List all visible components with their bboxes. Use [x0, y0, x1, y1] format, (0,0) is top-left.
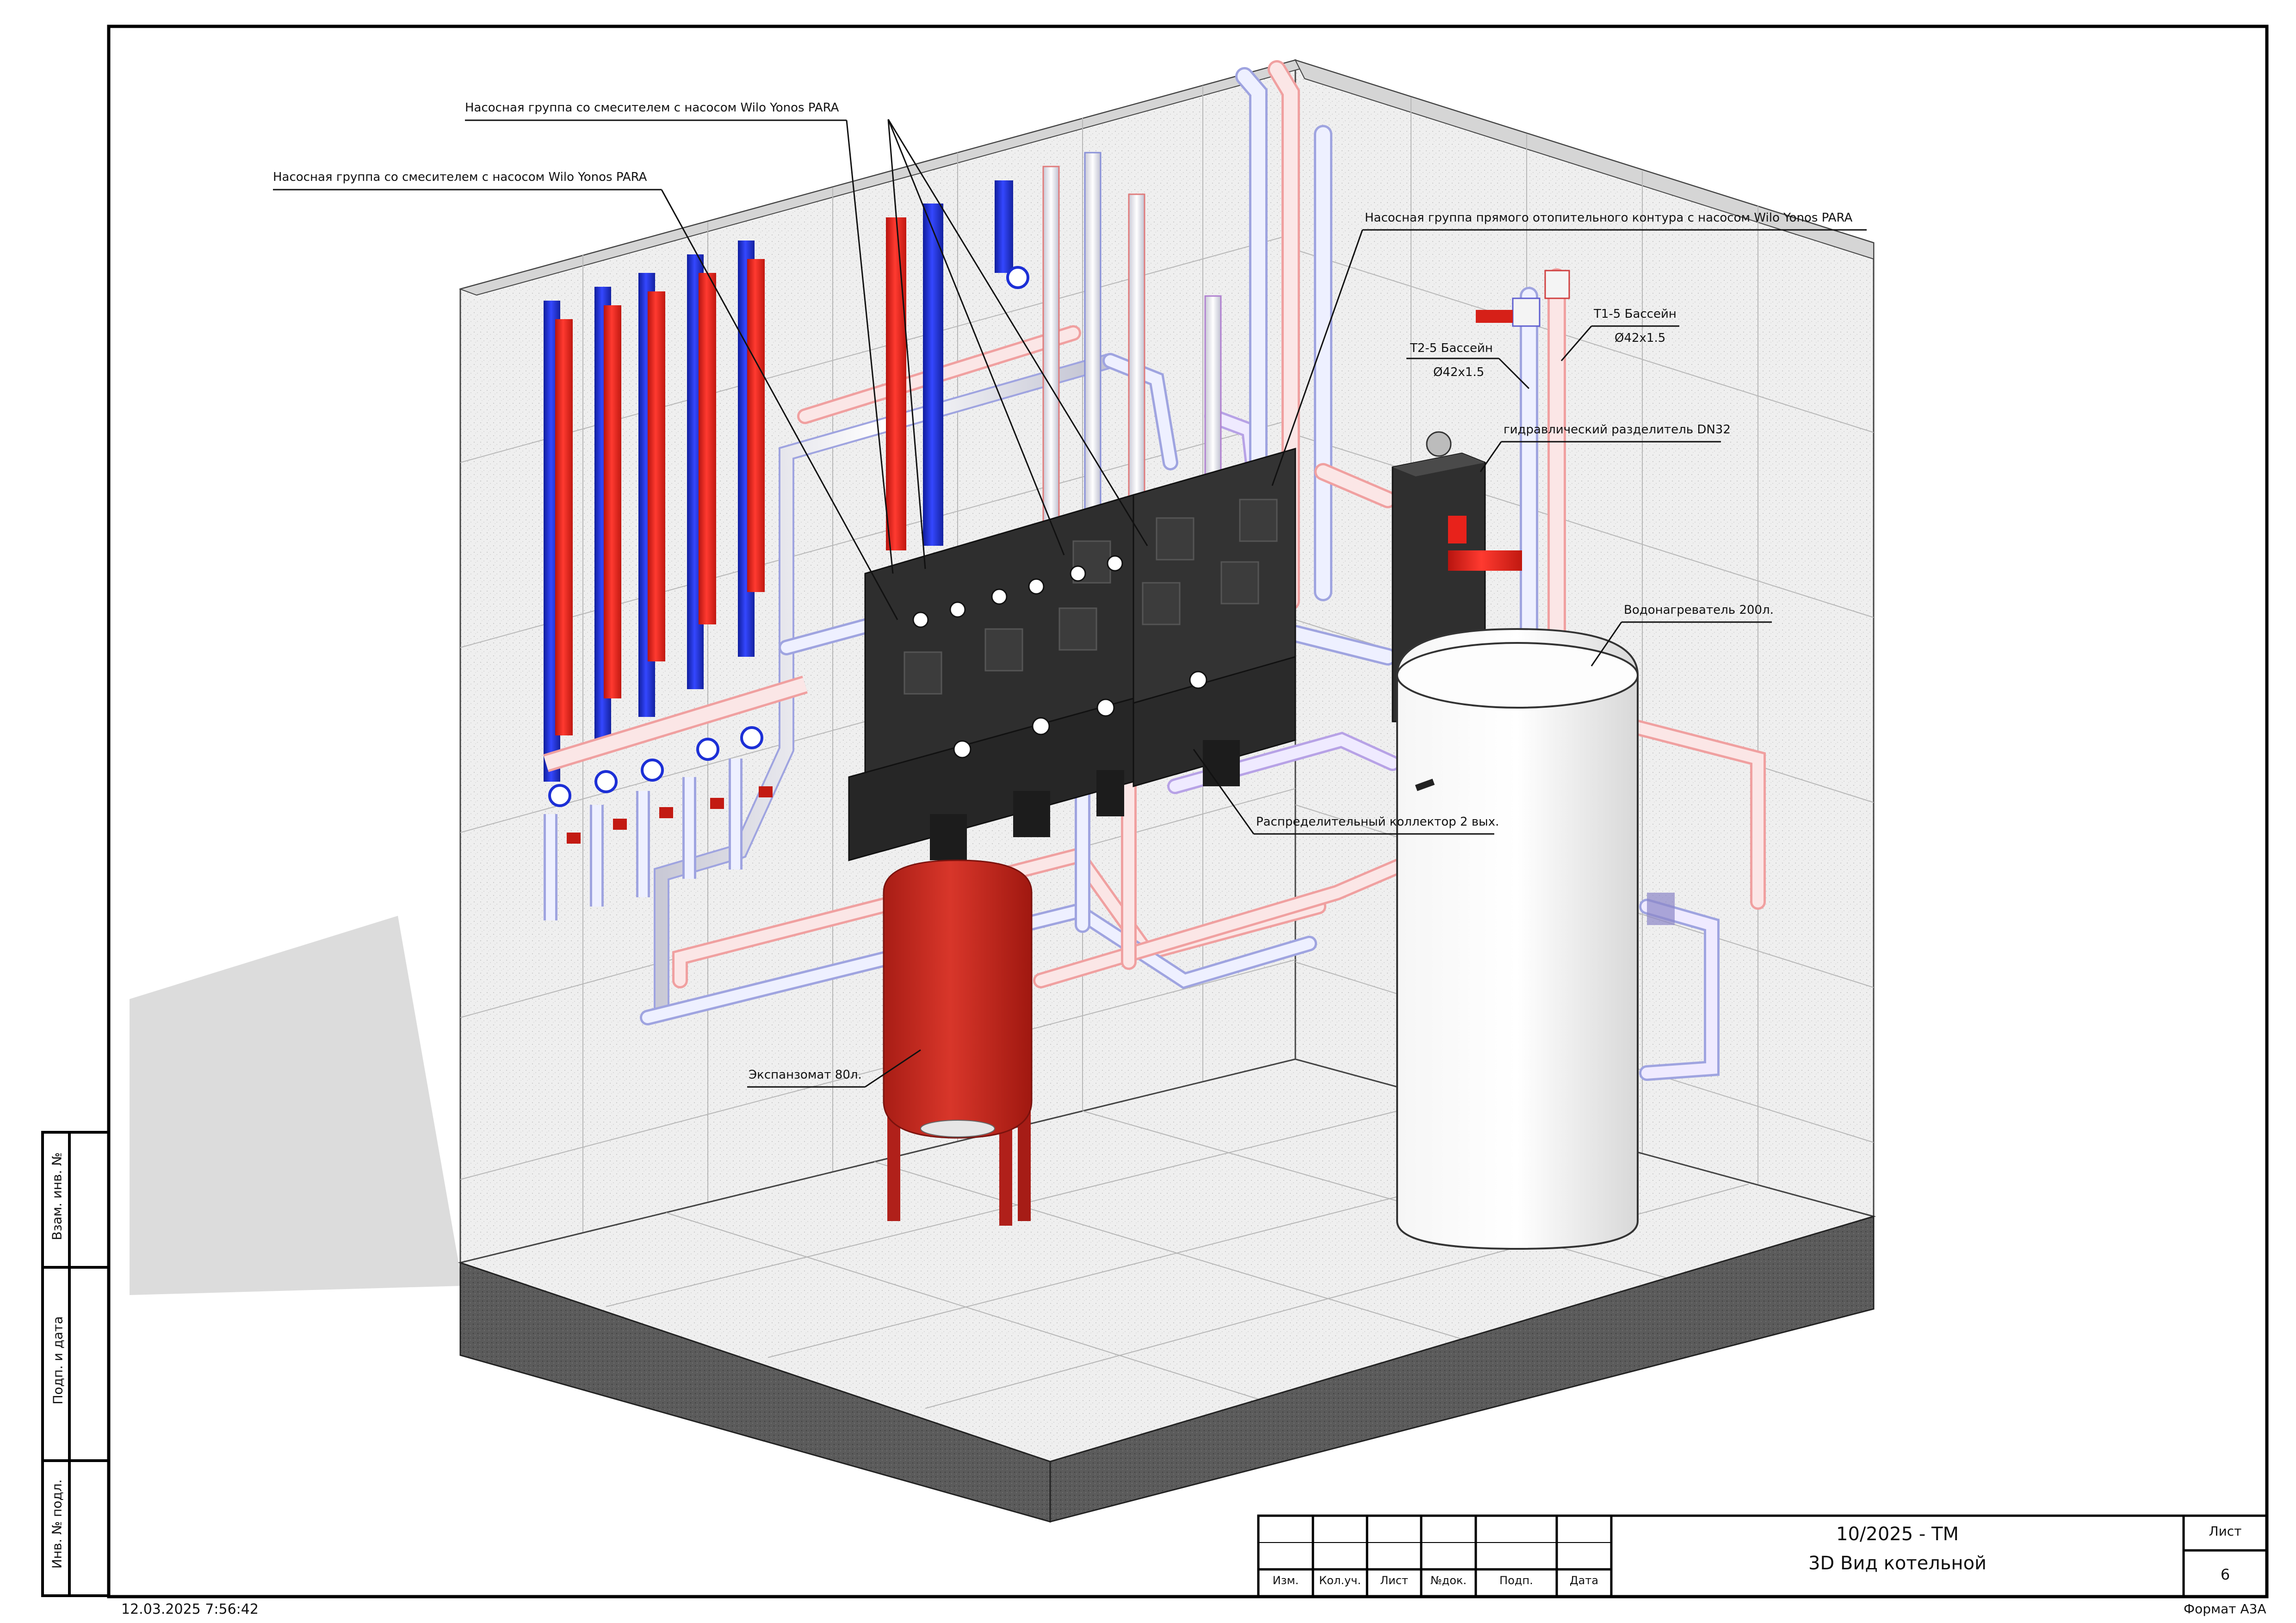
riser-white — [1128, 193, 1145, 519]
pool-lines — [1520, 268, 1766, 1081]
callout-expansion-tank: Экспанзомат 80л. — [749, 1068, 862, 1082]
tb-col-data: Дата — [1569, 1574, 1599, 1587]
riser-white — [1084, 152, 1102, 533]
tb-col-izm: Изм. — [1272, 1574, 1299, 1587]
tb-sheet-number: 6 — [2220, 1566, 2230, 1583]
riser-red — [555, 319, 573, 735]
callout-pump-group-mixer-2: Насосная группа со смесителем с насосом … — [273, 170, 647, 184]
expansion-tank — [883, 859, 1033, 1226]
callout-t2-pool: Т2-5 Бассейн — [1410, 341, 1493, 355]
gauges — [548, 266, 1029, 844]
riser-blue — [995, 180, 1013, 273]
tb-col-ndok: №док. — [1430, 1574, 1467, 1587]
title-block — [1257, 1514, 2268, 1598]
side-stamp — [41, 1131, 110, 1597]
drawing-frame — [107, 25, 2269, 1598]
floor-shadow — [130, 916, 463, 1295]
callout-pump-group-direct: Насосная группа прямого отопительного ко… — [1365, 211, 1853, 225]
tb-col-kol: Кол.уч. — [1319, 1574, 1361, 1587]
tb-col-podp: Подп. — [1499, 1574, 1533, 1587]
tb-sheet-title: 3D Вид котельной — [1808, 1553, 1987, 1574]
callout-distribution-manifold: Распределительный коллектор 2 вых. — [1256, 815, 1499, 829]
manifold-risers — [544, 152, 1222, 782]
pump-modules — [848, 448, 1296, 861]
callout-pump-group-mixer-1: Насосная группа со смесителем с насосом … — [465, 101, 839, 115]
riser-red — [747, 259, 765, 592]
riser-red — [699, 273, 716, 624]
tb-col-list: Лист — [1380, 1574, 1408, 1587]
manifold-headers — [543, 675, 808, 920]
footer-timestamp: 12.03.2025 7:56:42 — [121, 1601, 259, 1617]
riser-red — [648, 291, 665, 661]
riser-blue — [923, 204, 943, 546]
tb-doc-code: 10/2025 - ТМ — [1836, 1524, 1959, 1545]
stamp-inv-no: Инв. № подл. — [49, 1479, 65, 1569]
callout-hydraulic-separator: гидравлический разделитель DN32 — [1504, 423, 1731, 437]
callout-t2-pool-size: Ø42x1.5 — [1433, 365, 1485, 379]
slab-right-face — [1049, 1215, 1875, 1523]
right-wall-top — [1294, 59, 1874, 260]
riser-white — [1042, 166, 1060, 533]
riser-white — [1204, 295, 1222, 482]
stamp-ref-inv: Взам. инв. № — [49, 1152, 65, 1240]
riser-red — [604, 305, 621, 698]
tb-sheet-label: Лист — [2209, 1524, 2242, 1539]
water-heater — [1396, 628, 1675, 1250]
leader-lines — [273, 119, 1867, 1088]
pool-fittings — [1476, 270, 1570, 327]
stamp-sign-date: Подп. и дата — [50, 1316, 66, 1405]
callout-water-heater: Водонагреватель 200л. — [1624, 603, 1774, 617]
callout-t1-pool-size: Ø42x1.5 — [1615, 331, 1666, 345]
footer-format: Формат А3А — [2184, 1601, 2266, 1617]
riser-red — [886, 217, 906, 550]
callout-t1-pool: Т1-5 Бассейн — [1594, 307, 1677, 321]
